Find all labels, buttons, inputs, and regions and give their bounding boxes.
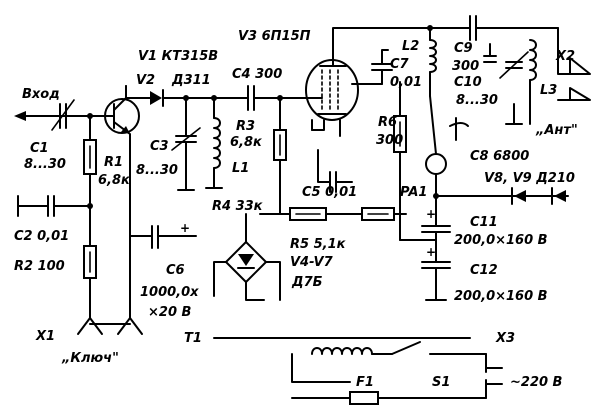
label-x2: X2 [555,49,575,64]
anode-circuit [371,25,469,241]
label-v1: V1 КТ315В [138,49,218,64]
power-supply [399,187,569,301]
label-d7b: Д7Б [291,275,323,290]
label-v2: V2 [136,73,155,88]
label-c5: C5 0,01 [302,185,357,200]
label-l1: L1 [232,161,249,176]
label-r3: R3 [236,119,255,134]
label-l3: L3 [540,83,557,98]
label-c6-voltage: ×20 В [148,305,192,320]
label-antenna: „Ант" [535,123,578,138]
label-pa1: PA1 [400,185,427,200]
diode-v2 [150,89,164,107]
transformer-t1 [213,337,503,405]
capacitor-c1 [51,99,75,131]
label-c1: C1 [30,141,49,156]
label-s1: S1 [432,375,450,390]
resistor-r2 [83,245,97,279]
label-l2: L2 [402,39,419,54]
label-c6-polarity: + [180,221,190,235]
label-f1: F1 [356,375,374,390]
label-c6: C6 [166,263,185,278]
label-c10: C10 [454,75,482,90]
label-input: Вход [22,87,60,102]
label-c7: C7 [390,57,410,72]
label-c1-value: 8...30 [24,157,66,172]
label-c3-value: 8...30 [136,163,178,178]
label-c9-value: 300 [452,59,479,74]
tuned-circuit-l1 [171,85,307,215]
label-c11-polarity: + [426,207,436,221]
label-c6-value: 1000,0х [140,285,199,300]
label-v2-type: Д311 [171,73,211,88]
label-r5: R5 5,1к [290,237,347,252]
label-c12-value: 200,0×160 В [454,289,548,304]
label-v3: V3 6П15П [238,29,311,44]
transistor-v1 [99,85,140,143]
label-c3: C3 [150,139,169,154]
keying-circuit [89,199,197,335]
output-tank [429,15,591,125]
label-mains: ~220 В [510,375,563,390]
label-c2: C2 0,01 [14,229,69,244]
label-c10-value: 8...30 [456,93,498,108]
label-c7-value: 0,01 [390,75,422,90]
label-x3: X3 [495,331,515,346]
label-x1: X1 [35,329,55,344]
label-r6-value: 300 [376,133,403,148]
tube-v3 [305,27,431,137]
label-v8v9: V8, V9 Д210 [484,171,575,186]
label-c8: C8 6800 [470,149,529,164]
label-t1: T1 [184,331,202,346]
label-v4v7: V4-V7 [290,255,334,270]
label-c12: C12 [470,263,498,278]
label-key: „Ключ" [61,351,119,366]
label-r3-value: 6,8к [230,135,263,150]
label-r4: R4 33к [212,199,264,214]
label-c4: C4 300 [232,67,282,82]
label-r1-value: 6,8к [98,173,131,188]
label-c9: C9 [454,41,473,56]
label-c11-value: 200,0×160 В [454,233,548,248]
component-labels: V1 КТ315В V2 Д311 V3 6П15П Вход C1 8...3… [14,29,578,390]
label-c12-polarity: + [426,245,436,259]
bias-network [213,149,407,301]
label-r1: R1 [104,155,123,170]
resistor-r1 [83,139,97,175]
label-r6: R6 [378,115,397,130]
label-c11: C11 [470,215,498,230]
label-r2: R2 100 [14,259,65,274]
